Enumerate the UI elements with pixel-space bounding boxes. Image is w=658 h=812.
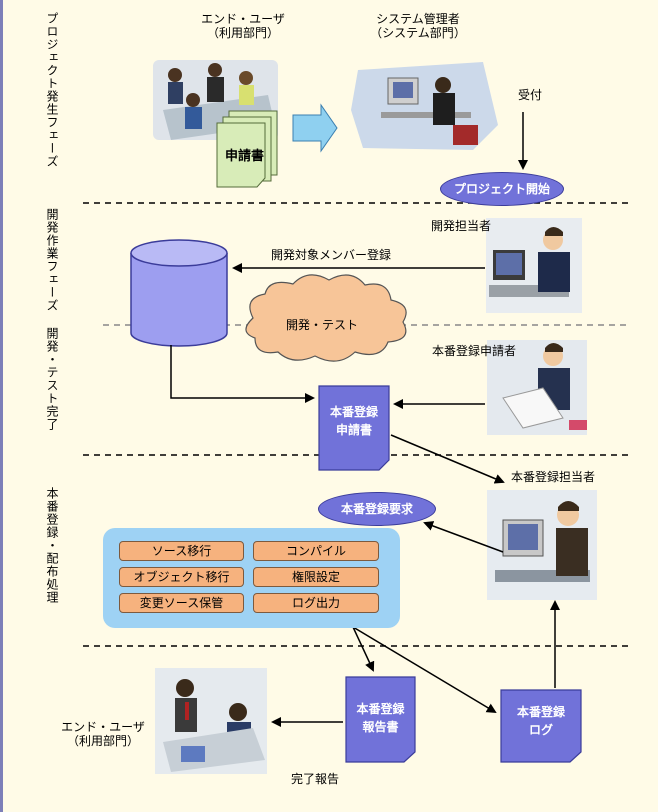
end-user-top-label: エンド・ユーザ （利用部門） — [188, 12, 298, 40]
task-pill-permission: 権限設定 — [253, 567, 379, 587]
dev-test-label: 開発・テスト — [286, 318, 359, 332]
end-user-bottom-illustration — [155, 668, 267, 774]
prod-request-doc-shape — [318, 385, 390, 471]
application-document-stack — [216, 110, 278, 188]
sys-admin-illustration — [351, 62, 498, 150]
application-doc-label: 申請書 — [225, 149, 265, 164]
dev-owner-label: 開発担当者 — [431, 219, 492, 233]
phase-label-deploy: 本番登録・配布処理 — [45, 487, 59, 604]
request-to-owner-arrow — [390, 434, 505, 484]
task-pill-source-archive: 変更ソース保管 — [119, 593, 244, 613]
sys-admin-name: システム管理者 — [376, 12, 460, 26]
db-to-request-arrow — [170, 345, 315, 403]
task-pill-source-migrate: ソース移行 — [119, 541, 244, 561]
end-user-bottom-label: エンド・ユーザ （利用部門） — [53, 720, 153, 748]
completion-report-label: 完了報告 — [291, 772, 340, 786]
prod-request-doc-line2: 申請書 — [335, 423, 372, 437]
owner-to-request-arrow — [423, 521, 504, 553]
diagram-canvas — [83, 60, 628, 774]
sys-admin-dept: （システム部門） — [370, 26, 466, 40]
project-start-oval: プロジェクト開始 — [440, 172, 564, 206]
panel-to-report-arrow — [352, 626, 375, 672]
dev-test-cloud — [245, 274, 407, 362]
end-user-top-dept: （利用部門） — [206, 26, 279, 40]
dev-owner-illustration — [486, 218, 582, 313]
prod-request-doc-label: 本番登録 申請書 — [319, 403, 389, 439]
end-user-bottom-dept: （利用部門） — [66, 734, 139, 748]
submit-arrow — [292, 103, 338, 153]
phase-label-devdone: 開発・テスト完了 — [45, 327, 59, 431]
prod-request-doc-line1: 本番登録 — [329, 405, 378, 419]
end-user-bottom-name: エンド・ユーザ — [61, 720, 145, 734]
prod-owner-illustration — [487, 490, 597, 600]
database-cylinder — [130, 239, 228, 347]
panel-to-log-arrow — [352, 626, 497, 714]
received-label: 受付 — [518, 88, 543, 102]
task-pill-object-migrate: オブジェクト移行 — [119, 567, 244, 587]
prod-log-doc-shape — [500, 689, 582, 763]
prod-log-doc-label: 本番登録 ログ — [501, 703, 581, 739]
prod-log-doc-line2: ログ — [528, 723, 553, 737]
task-pill-log-output: ログ出力 — [253, 593, 379, 613]
prod-report-doc-line2: 報告書 — [362, 720, 399, 734]
sys-admin-label: システム管理者 （システム部門） — [353, 12, 483, 40]
register-members-label: 開発対象メンバー登録 — [271, 248, 392, 262]
phase-label-dev: 開発作業フェーズ — [45, 208, 59, 312]
prod-report-doc-shape — [345, 676, 416, 763]
prod-report-doc-line1: 本番登録 — [356, 702, 405, 716]
prod-requester-illustration — [487, 340, 587, 435]
prod-report-doc-label: 本番登録 報告書 — [346, 700, 415, 736]
phase-label-project: プロジェクト発生フェーズ — [45, 12, 59, 168]
task-pill-compile: コンパイル — [253, 541, 379, 561]
prod-request-oval: 本番登録要求 — [318, 492, 436, 526]
prod-requester-label: 本番登録申請者 — [432, 344, 517, 358]
prod-owner-label: 本番登録担当者 — [511, 470, 596, 484]
end-user-top-name: エンド・ユーザ — [201, 12, 285, 26]
prod-log-doc-line1: 本番登録 — [516, 705, 565, 719]
